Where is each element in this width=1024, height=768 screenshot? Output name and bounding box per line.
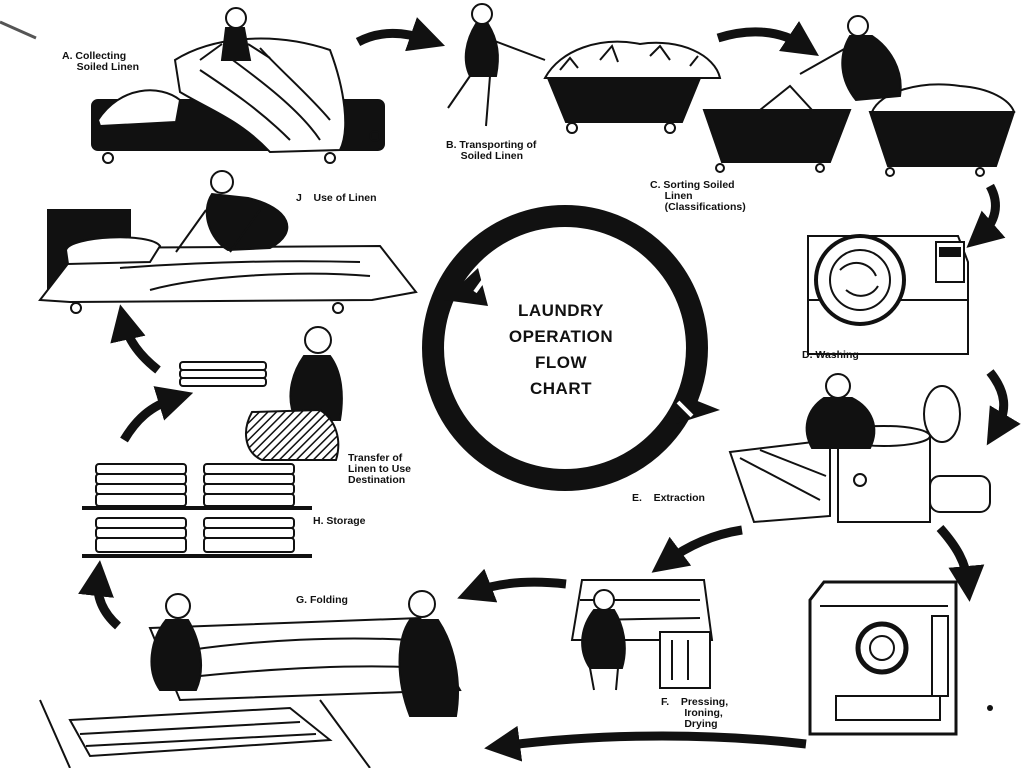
flow-arrow-e-f [651, 525, 743, 573]
step-c-label: C. Sorting Soiled Linen (Classifications… [650, 179, 746, 213]
cycle-arrowhead-bottom-right [676, 398, 720, 424]
illustration-folding [39, 590, 462, 768]
step-a-label: A. Collecting Soiled Linen [62, 50, 140, 73]
illustration-storage [82, 463, 312, 558]
illustration-pressing [570, 579, 714, 691]
illustration-transfer-linen [179, 326, 343, 461]
flow-arrow-a-b [355, 17, 446, 52]
flow-arrow-e-dryer [936, 525, 985, 602]
center-cycle [422, 205, 720, 491]
illustration-dryer [808, 580, 958, 736]
flow-arrow-f-g [457, 568, 567, 603]
illustration-transporting-linen [447, 3, 722, 134]
illustration-washing [807, 234, 969, 355]
flow-arrow-i-j [110, 304, 161, 374]
step-h-label: H. Storage [313, 515, 366, 527]
cycle-arrowhead-top-left [444, 268, 488, 306]
step-d-label: D. Washing [802, 349, 859, 361]
chart-title: LAUNDRY OPERATION FLOW CHART [508, 301, 614, 398]
flow-arrow-c-d [966, 183, 1006, 248]
corner-mark [0, 20, 37, 40]
illustration-use-of-linen [38, 170, 418, 314]
step-b-label: B. Transporting of Soiled Linen [446, 139, 537, 162]
step-f-label: F. Pressing, Ironing, Drying [661, 696, 729, 730]
step-e-label: E. Extraction [632, 492, 705, 504]
step-g-label: G. Folding [296, 594, 348, 606]
flow-arrow-g-h [78, 560, 122, 630]
step-j-label: J Use of Linen [296, 192, 377, 204]
illustration-extraction [728, 373, 991, 524]
step-i-label: Transfer of Linen to Use Destination [348, 452, 412, 486]
flow-arrow-d-e [986, 369, 1021, 446]
flow-arrow-h-i [120, 386, 194, 443]
illustration-collecting-linen [91, 7, 385, 164]
flow-arrow-b-c [716, 21, 819, 56]
flow-arrow-dryer-f [484, 725, 807, 762]
illustration-sorting-linen [702, 15, 1016, 177]
